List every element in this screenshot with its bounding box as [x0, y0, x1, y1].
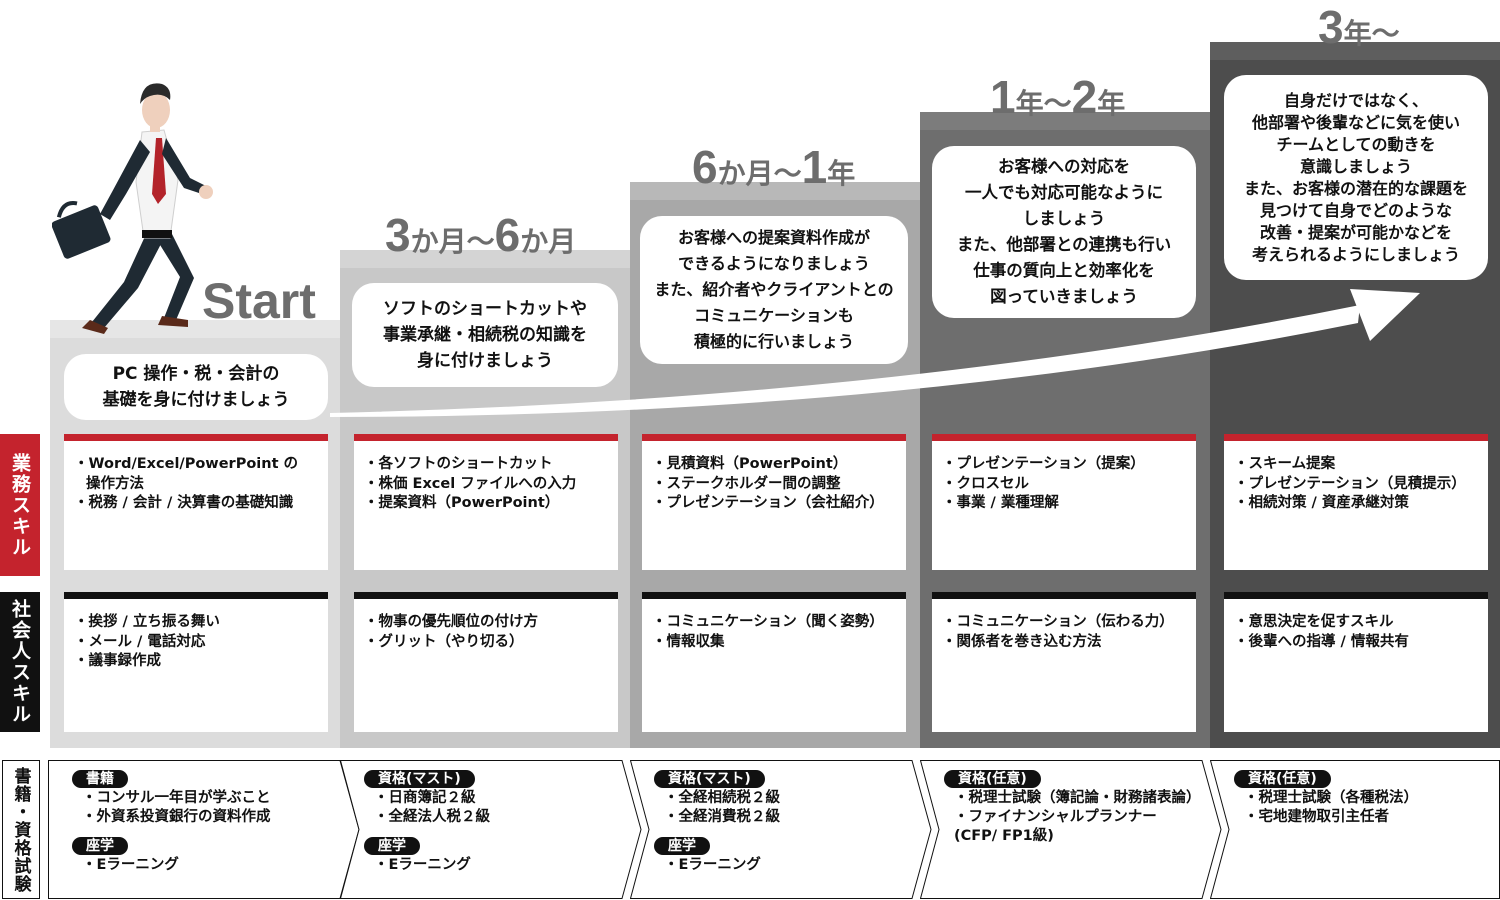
- book-exam-item: 全経消費税２級: [664, 808, 781, 827]
- books-chevron: 資格(任意)税理士試験（簿記論・財務諸表論）ファイナンシャルプランナー (CFP…: [920, 760, 1222, 899]
- period-label: 6か月〜1年: [692, 141, 856, 193]
- social-skill-card: 物事の優先順位の付け方グリット（やり切る）: [354, 592, 618, 732]
- social-skill-card: コミュニケーション（伝わる力）関係者を巻き込む方法: [932, 592, 1196, 732]
- period-label: 3年〜: [1318, 1, 1400, 53]
- category-tag: 資格(マスト): [654, 770, 765, 788]
- social-skill-item: 意思決定を促すスキル: [1234, 613, 1478, 633]
- side-label-business-skill: 業務スキル: [0, 434, 40, 576]
- step-top-edge: [50, 320, 340, 338]
- social-skill-card: コミュニケーション（聞く姿勢）情報収集: [642, 592, 906, 732]
- business-skill-item: プレゼンテーション（見積提示）: [1234, 475, 1478, 495]
- social-skill-item: コミュニケーション（聞く姿勢）: [652, 613, 896, 633]
- book-exam-item: Eラーニング: [664, 856, 780, 875]
- goal-bubble-3-6-months: ソフトのショートカットや 事業承継・相続税の知識を 身に付けましょう: [352, 283, 618, 387]
- category-tag: 資格(マスト): [364, 770, 475, 788]
- side-label-books-exams: 書籍・資格試験: [2, 760, 40, 899]
- category-tag: 書籍: [72, 770, 128, 788]
- business-skill-item: スキーム提案: [1234, 455, 1478, 475]
- social-skill-item: 情報収集: [652, 633, 896, 653]
- business-skill-item: プレゼンテーション（提案）: [942, 455, 1186, 475]
- side-label-social-skill: 社会人スキル: [0, 592, 40, 732]
- goal-bubble-6m-1y: お客様への提案資料作成が できるようになりましょう また、紹介者やクライアントと…: [640, 216, 908, 364]
- books-chevron: 資格(マスト)全経相続税２級全経消費税２級座学Eラーニング: [630, 760, 932, 899]
- period-label: 3か月〜6か月: [385, 209, 577, 261]
- business-skill-item: 提案資料（PowerPoint）: [364, 494, 608, 514]
- social-skill-item: 後輩への指導 / 情報共有: [1234, 633, 1478, 653]
- book-exam-item: Eラーニング: [374, 856, 490, 875]
- step-top-edge: [630, 182, 920, 200]
- book-exam-item: 全経相続税２級: [664, 789, 781, 808]
- social-skill-item: 関係者を巻き込む方法: [942, 633, 1186, 653]
- business-skill-item: 見積資料（PowerPoint）: [652, 455, 896, 475]
- business-skill-item: Word/Excel/PowerPoint の 操作方法: [74, 455, 318, 494]
- social-skill-item: 物事の優先順位の付け方: [364, 613, 608, 633]
- business-skill-item: 各ソフトのショートカット: [364, 455, 608, 475]
- business-skill-card: 各ソフトのショートカット株価 Excel ファイルへの入力提案資料（PowerP…: [354, 434, 618, 570]
- book-exam-item: 税理士試験（各種税法）: [1244, 789, 1419, 808]
- goal-bubble-start: PC 操作・税・会計の 基礎を身に付けましょう: [64, 354, 328, 420]
- business-skill-item: クロスセル: [942, 475, 1186, 495]
- step-top-edge: [920, 112, 1210, 130]
- goal-bubble-1-2-years: お客様への対応を 一人でも対応可能なように しましょう また、他部署との連携も行…: [932, 146, 1196, 318]
- social-skill-card: 意思決定を促すスキル後輩への指導 / 情報共有: [1224, 592, 1488, 732]
- social-skill-card: 挨拶 / 立ち振る舞いメール / 電話対応議事録作成: [64, 592, 328, 732]
- business-skill-card: Word/Excel/PowerPoint の 操作方法税務 / 会計 / 決算…: [64, 434, 328, 570]
- businessman-illustration: [52, 83, 213, 334]
- business-skill-item: 事業 / 業種理解: [942, 494, 1186, 514]
- category-tag: 資格(任意): [944, 770, 1041, 788]
- business-skill-item: 相続対策 / 資産承継対策: [1234, 494, 1478, 514]
- book-exam-item: 税理士試験（簿記論・財務諸表論）: [954, 789, 1201, 808]
- books-chevron: 資格(マスト)日商簿記２級全経法人税２級座学Eラーニング: [340, 760, 642, 899]
- category-tag: 座学: [654, 837, 710, 855]
- social-skill-item: グリット（やり切る）: [364, 633, 608, 653]
- book-exam-item: ファイナンシャルプランナー (CFP/ FP1級): [954, 808, 1201, 846]
- book-exam-item: Eラーニング: [82, 856, 271, 875]
- book-exam-item: コンサル一年目が学ぶこと: [82, 789, 271, 808]
- book-exam-item: 全経法人税２級: [374, 808, 491, 827]
- books-chevron: 資格(任意)税理士試験（各種税法）宅地建物取引主任者: [1210, 760, 1500, 899]
- category-tag: 座学: [72, 837, 128, 855]
- goal-bubble-3-years: 自身だけではなく、 他部署や後輩などに気を使い チームとしての動きを 意識しまし…: [1224, 75, 1488, 280]
- book-exam-item: 日商簿記２級: [374, 789, 490, 808]
- business-skill-card: スキーム提案プレゼンテーション（見積提示）相続対策 / 資産承継対策: [1224, 434, 1488, 570]
- start-label: Start: [202, 273, 316, 329]
- category-tag: 資格(任意): [1234, 770, 1331, 788]
- business-skill-item: プレゼンテーション（会社紹介）: [652, 494, 896, 514]
- business-skill-card: プレゼンテーション（提案）クロスセル事業 / 業種理解: [932, 434, 1196, 570]
- books-chevron: 書籍コンサル一年目が学ぶこと外資系投資銀行の資料作成座学Eラーニング: [48, 760, 360, 899]
- business-skill-item: 株価 Excel ファイルへの入力: [364, 475, 608, 495]
- category-tag: 座学: [364, 837, 420, 855]
- business-skill-item: ステークホルダー間の調整: [652, 475, 896, 495]
- social-skill-item: コミュニケーション（伝わる力）: [942, 613, 1186, 633]
- growth-arrow: [330, 289, 1420, 417]
- step-top-edge: [340, 250, 630, 268]
- business-skill-card: 見積資料（PowerPoint）ステークホルダー間の調整プレゼンテーション（会社…: [642, 434, 906, 570]
- social-skill-item: メール / 電話対応: [74, 633, 318, 653]
- period-label: 1年〜2年: [990, 71, 1126, 123]
- book-exam-item: 外資系投資銀行の資料作成: [82, 808, 271, 827]
- social-skill-item: 議事録作成: [74, 652, 318, 672]
- step-top-edge: [1210, 42, 1500, 60]
- book-exam-item: 宅地建物取引主任者: [1244, 808, 1418, 827]
- social-skill-item: 挨拶 / 立ち振る舞い: [74, 613, 318, 633]
- business-skill-item: 税務 / 会計 / 決算書の基礎知識: [74, 494, 318, 514]
